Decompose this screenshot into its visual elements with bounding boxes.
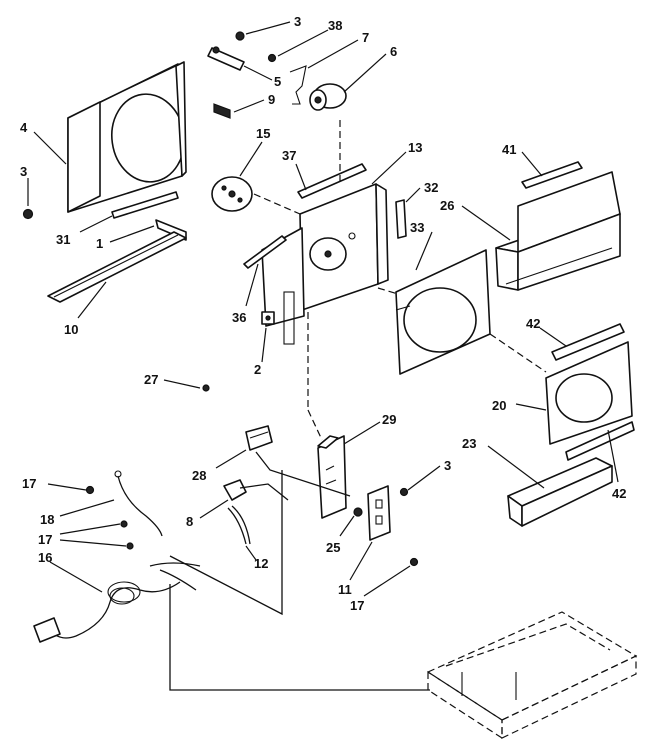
- callout-16: 16: [38, 550, 52, 565]
- callout-17: 17: [38, 532, 52, 547]
- callout-32: 32: [424, 180, 438, 195]
- callout-10: 10: [64, 322, 78, 337]
- part-2-switch: [261, 311, 275, 325]
- callout-labels: 3 38 7 6 5 9 4 3 15 37 13 41 32 26 31 1 …: [20, 14, 626, 613]
- part-12-tube: [227, 505, 251, 545]
- part-23-base-tray: [507, 457, 613, 527]
- part-6-capacitor: [309, 83, 347, 111]
- part-8-switch: [223, 479, 247, 501]
- part-33-blower-housing: [395, 249, 491, 375]
- callout-3: 3: [20, 164, 27, 179]
- callout-2: 2: [254, 362, 261, 377]
- part-5-bracket: [207, 46, 245, 71]
- callout-42: 42: [612, 486, 626, 501]
- screw-17-c: [126, 542, 134, 550]
- screw-3-right: [399, 487, 409, 497]
- screw-17-b: [120, 520, 128, 528]
- callout-29: 29: [382, 412, 396, 427]
- callout-12: 12: [254, 556, 268, 571]
- part-10-rail: [47, 231, 187, 303]
- part-20-rear-panel: [545, 341, 633, 445]
- callout-15: 15: [256, 126, 270, 141]
- callout-5: 5: [274, 74, 281, 89]
- part-4-front-panel: [67, 61, 187, 213]
- callout-20: 20: [492, 398, 506, 413]
- callout-27: 27: [144, 372, 158, 387]
- callout-23: 23: [462, 436, 476, 451]
- callout-3: 3: [444, 458, 451, 473]
- callout-6: 6: [390, 44, 397, 59]
- part-29-control-bracket: [317, 435, 347, 519]
- callout-33: 33: [410, 220, 424, 235]
- screw-3-top: [235, 31, 245, 41]
- assembly-dashed-lines: [253, 120, 547, 441]
- part-16-power-cord: [33, 562, 201, 643]
- part-15-fan-hub: [211, 176, 253, 212]
- base-chassis-dashed: [426, 611, 638, 740]
- part-42-upper-strip: [551, 323, 625, 361]
- part-41-strip: [521, 161, 583, 189]
- part-37-strip: [297, 163, 367, 199]
- callout-18: 18: [40, 512, 54, 527]
- part-36-side-bracket: [243, 227, 305, 345]
- callout-31: 31: [56, 232, 70, 247]
- callout-13: 13: [408, 140, 422, 155]
- screw-38: [267, 53, 277, 63]
- callout-28: 28: [192, 468, 206, 483]
- part-9-clip: [213, 103, 231, 119]
- part-18-ground-wire: [114, 470, 163, 537]
- part-27-screw: [202, 384, 210, 392]
- callout-26: 26: [440, 198, 454, 213]
- callout-8: 8: [186, 514, 193, 529]
- part-7-bracket: [289, 65, 307, 105]
- callout-36: 36: [232, 310, 246, 325]
- callout-9: 9: [268, 92, 275, 107]
- part-26-duct: [495, 171, 621, 291]
- callout-4: 4: [20, 120, 28, 135]
- part-11-control-plate: [367, 485, 391, 541]
- callout-17: 17: [350, 598, 364, 613]
- part-31-strip: [111, 191, 179, 219]
- callout-42: 42: [526, 316, 540, 331]
- callout-17: 17: [22, 476, 36, 491]
- screw-17-a: [85, 485, 95, 495]
- screw-3-left: [22, 208, 34, 220]
- screw-25: [353, 507, 363, 517]
- callout-3: 3: [294, 14, 301, 29]
- screw-17-d: [409, 557, 419, 567]
- part-32-strip: [395, 199, 407, 239]
- callout-38: 38: [328, 18, 342, 33]
- leader-lines: [27, 21, 619, 597]
- wiring-harness: [169, 451, 430, 691]
- callout-11: 11: [338, 582, 352, 597]
- callout-41: 41: [502, 142, 516, 157]
- part-28-thermostat: [245, 425, 273, 451]
- callout-25: 25: [326, 540, 340, 555]
- callout-37: 37: [282, 148, 296, 163]
- part-42-lower-strip: [565, 421, 635, 461]
- part-13-bulkhead: [299, 183, 389, 311]
- callout-7: 7: [362, 30, 369, 45]
- callout-1: 1: [96, 236, 103, 251]
